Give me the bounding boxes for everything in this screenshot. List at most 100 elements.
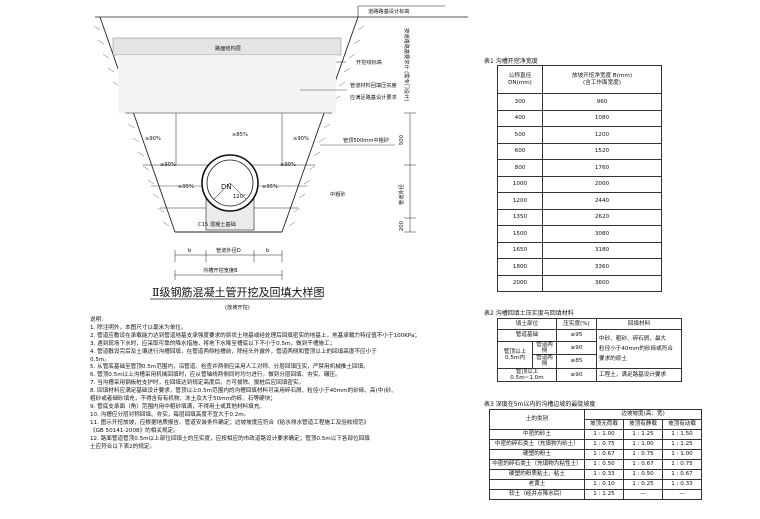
dim-od: 管道外径D: [216, 246, 241, 254]
table3-cell: 1 : 0.50: [623, 469, 663, 480]
table3-cell: 1 : 1.25: [662, 439, 702, 450]
table1-cell: 3180: [542, 241, 662, 259]
note-line: 粗砂或者细砂填充，不得含有有机物、冻土及大于50mm的砖、石等硬块；: [90, 396, 276, 403]
drawing-title: Ⅱ级钢筋混凝土管开挖及回填大样图: [152, 285, 324, 299]
note-line: 4. 管道敷设完后及土壤进行沟槽回填，在管道两侧检槽前，除经头外露外，管道两侧和…: [90, 348, 377, 355]
table2-cell: 管顶以上 0.5m内: [497, 341, 533, 369]
notes-block: 说明: 1. 除注明外，本图尺寸以毫米为单位。 2. 管道应敷设在承载能力达到管…: [90, 317, 460, 451]
table3-caption: 表3 深度在5m以内的沟槽边坡的最陡坡度: [484, 401, 596, 408]
table3-cell: —: [623, 489, 663, 500]
table1-cell: 400: [497, 109, 543, 127]
note-line: 12. 路面管道管顶0.5m以上部位回填土的压实度，应按相应的市政道路设计要求确…: [90, 435, 370, 442]
table3-cell: 1 : 0.75: [662, 459, 702, 470]
table1-cell: 800: [497, 159, 543, 177]
table1-cell: 1200: [542, 126, 662, 144]
base-label: C15 混凝土基础: [198, 220, 236, 228]
dn-label: DN: [221, 183, 232, 191]
table1-cell: 1000: [497, 175, 543, 193]
table3-header: 坡顶无荷载: [584, 419, 624, 430]
table2-group-2: 0.5m内: [505, 354, 525, 361]
note-line: 11. 图示开挖放坡，应根据地质报告、管道安装条件确定；边坡坡度应符合《给水排水…: [90, 419, 370, 426]
table3-cell: 1 : 1.00: [662, 449, 702, 460]
table2-group-1: 管顶以上: [503, 348, 527, 355]
table3-cell: 硬塑的粉质粘土、粘土: [489, 469, 585, 480]
table3-header: 边坡坡度(高：宽): [584, 409, 702, 420]
table3-cell: —: [662, 489, 702, 500]
compaction-left-label: ≥90%: [145, 136, 161, 142]
sand-label-2: 中粗砂: [330, 190, 346, 198]
note-line: 9. 管底支承面（角）范围内用中粗砂填满，不得用土或其他材料填充。: [90, 403, 265, 410]
table3-cell: 1 : 0.10: [584, 479, 624, 490]
table1-cell: 1520: [542, 142, 662, 160]
note-line: 土应符合以下表2的规定。: [90, 443, 156, 450]
road-structure-label: 路面结构层: [215, 44, 241, 52]
table2-cell: 中砂、粗砂、碎石屑，最大 粒径小于40mm的砂砾或符合 要求的原土: [596, 329, 682, 369]
table3-cell: 软土（经井点降水后）: [489, 489, 585, 500]
drawing-subtitle: (放坡开挖): [225, 303, 250, 311]
table3-cell: 1 : 0.67: [662, 469, 702, 480]
fill-note-2: 应满足路基设计要求: [350, 93, 398, 101]
table2-cell: ≥90: [556, 340, 597, 356]
compaction-right-label: ≥90%: [293, 136, 309, 142]
table2-cell: 工程土，满足路基设计要求: [596, 367, 682, 382]
table1-cell: 960: [542, 93, 662, 111]
dim-b-left: b: [188, 248, 192, 254]
table1-cell: 1760: [542, 159, 662, 177]
table2-material-3: 要求的原土: [599, 355, 627, 362]
dim-b-right: b: [266, 248, 270, 254]
table1-cell: 2440: [542, 192, 662, 210]
dim-pipe-od: 管道外径: [397, 184, 405, 205]
notes-heading: 说明:: [90, 317, 104, 323]
table2-header: 压实度(%): [556, 318, 597, 330]
table1-header-width: 放坡开挖净宽度 B(mm) (含工作面宽度): [542, 65, 662, 94]
table1-cell: 1350: [497, 208, 543, 226]
table3-cell: 中密的碎石类土（充填物为粘性土）: [489, 459, 585, 470]
dim-width: 沟槽开挖宽度B: [203, 266, 238, 274]
table2-cell: 管道两侧: [532, 354, 557, 369]
table3-cell: 1 : 0.67: [584, 449, 624, 460]
table2: 填土部位 压实度(%) 回填材料 管道基础 ≥95 中砂、粗砂、碎石屑，最大 粒…: [497, 318, 682, 382]
table3-cell: 1 : 1.00: [623, 439, 663, 450]
table1-cell: 3600: [542, 274, 662, 292]
note-line: 《GB 50141-2008》的相关规定。: [90, 427, 179, 434]
table1-cell: 2000: [497, 274, 543, 292]
table3-cell: 1 : 1.00: [584, 429, 624, 440]
table1-cell: 2620: [542, 208, 662, 226]
table2-material-1: 中砂、粗砂、碎石屑，最大: [599, 335, 667, 342]
excavation-line-label: 开挖线标高: [356, 58, 382, 66]
table3-cell: 1 : 0.75: [584, 439, 624, 450]
table2-cell: 管顶以上0.5m~1.0m: [497, 367, 557, 382]
table1-cell: 1650: [497, 241, 543, 259]
table2-material-2: 粒径小于40mm的砂砾或符合: [599, 345, 673, 352]
table3-cell: 老黄土: [489, 479, 585, 490]
table3-cell: 1 : 1.25: [584, 489, 624, 500]
table2-cell: 管道基础: [497, 329, 557, 342]
table3-cell: 1 : 0.67: [623, 459, 663, 470]
road-elevation-label: 道路路基设计标高: [368, 7, 410, 15]
side-note-vertical: 按道路路基要求计 (需专门设计): [403, 28, 411, 101]
table1-cell: 1800: [497, 258, 543, 276]
table1-cell: 3080: [542, 225, 662, 243]
haunch-right-label: ≥95%: [262, 184, 278, 190]
table3-header: 土的类别: [489, 409, 585, 430]
note-line: 5. 从管底基础至管顶0.5m范围内，沿管道、检查井两侧应采用人工对称、分层回填…: [90, 364, 369, 371]
table2-header: 填土部位: [497, 318, 557, 330]
table2-cell: ≥85: [556, 354, 597, 369]
note-line: 8. 回填材料应满足基础设计要求，管顶以上0.5m范围内的沟槽回填材料可采用碎石…: [90, 388, 397, 395]
table1-cell: 1500: [497, 225, 543, 243]
table2-header: 回填材料: [596, 318, 682, 330]
note-line: 1. 除注明外，本图尺寸以毫米为单位。: [90, 324, 187, 331]
table3-cell: 1 : 0.25: [623, 479, 663, 490]
note-line: 2. 管道应敷设在承载能力达到管道地基支承强度要求的原状土地基或经处理后回填密实…: [90, 332, 421, 339]
table3-header: 坡顶有静载: [623, 419, 663, 430]
table1-cell: 1200: [497, 192, 543, 210]
sand-label: 管顶500mm中粗砂: [343, 136, 389, 144]
side-compaction-right-label: ≥90%: [280, 162, 296, 168]
table1-header-dn: 公称直径 DN(mm): [497, 65, 543, 94]
dim-200: 200: [399, 221, 405, 231]
angle-label: 120°: [233, 194, 246, 200]
note-line: 6. 管顶0.5m以上沟槽采用机械回填时，应从管轴线两侧同时均匀进行，做到分层回…: [90, 372, 341, 379]
table3-cell: 中密的碎石类土（充填物为砂土）: [489, 439, 585, 450]
